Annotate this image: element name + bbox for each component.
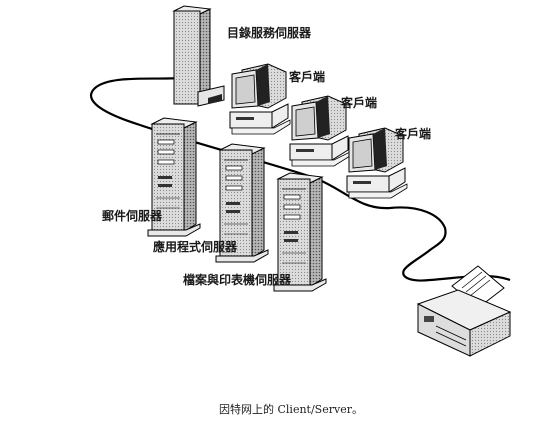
directory-server <box>172 5 225 107</box>
network-cable <box>89 76 511 282</box>
client-label-2: 客戶端 <box>341 96 378 110</box>
client-pc-1 <box>229 63 291 135</box>
figure-caption: 因特网上的 Client/Server。 <box>219 403 363 416</box>
directory-server-label: 目錄服務伺服器 <box>227 26 312 40</box>
client-label-3: 客戶端 <box>395 127 432 141</box>
app-server-label: 應用程式伺服器 <box>153 240 238 254</box>
mail-server-label: 郵件伺服器 <box>102 209 163 223</box>
client-label-1: 客戶端 <box>289 70 326 84</box>
file-print-server-label: 檔案與印表機伺服器 <box>183 273 292 287</box>
printer <box>416 265 512 357</box>
